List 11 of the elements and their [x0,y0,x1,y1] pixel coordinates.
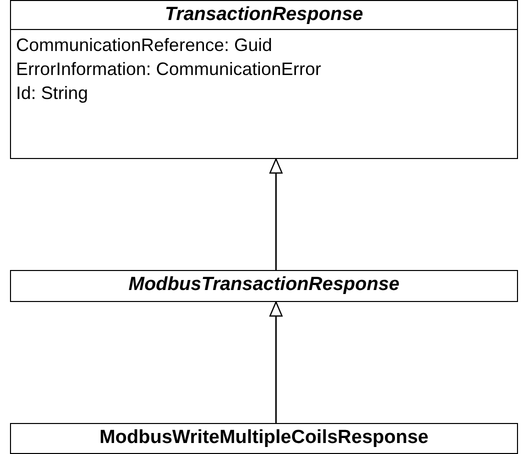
class-box [10,423,518,454]
class-name: TransactionResponse [11,1,517,30]
attribute: ErrorInformation: CommunicationError [16,58,322,81]
class-box [10,270,518,302]
generalization-arrow [269,158,283,270]
attribute: Id: String [16,82,90,105]
attribute: CommunicationReference: Guid [16,34,274,57]
generalization-arrow [269,301,283,423]
class-name: ModbusWriteMultipleCoilsResponse [98,426,430,450]
class-box [10,0,518,159]
class-name: ModbusTransactionResponse [128,273,400,297]
